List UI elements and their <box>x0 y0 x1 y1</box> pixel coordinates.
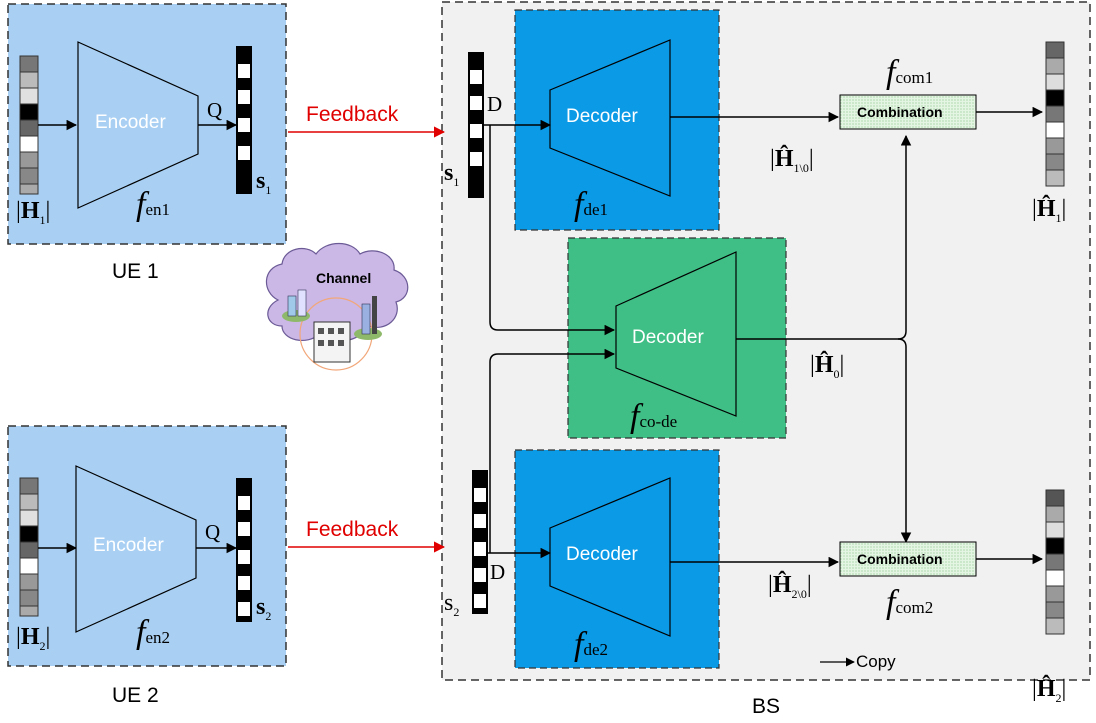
ue1-input-label: |H1| <box>16 198 51 227</box>
decoder2-func-label: fde2 <box>574 626 608 663</box>
codecoder-shape <box>615 251 737 417</box>
decoder1-label: Decoder <box>566 106 638 127</box>
decoder2-shape <box>549 477 671 637</box>
ue2-code-label: s2 <box>256 594 272 623</box>
bs-caption: BS <box>752 695 781 718</box>
output-vector-1 <box>1045 41 1065 187</box>
feedback-label-1: Feedback <box>306 103 399 126</box>
comb2-box <box>839 541 977 577</box>
s1-to-codecoder <box>489 125 616 336</box>
s2-to-codecoder <box>489 348 616 553</box>
comb2-label: Combination <box>857 551 943 567</box>
ue1-input-vector <box>19 55 39 195</box>
h-1-0-label: |Ĥ1\0| <box>770 146 814 175</box>
codecoder-label: Decoder <box>632 327 704 348</box>
decoder1-dequant-label: D <box>487 92 503 116</box>
feedback-label-2: Feedback <box>306 518 399 541</box>
decoder2-label: Decoder <box>566 544 638 565</box>
ue2-input-vector <box>19 477 39 617</box>
h-2-0-label: |Ĥ2\0| <box>768 572 812 601</box>
channel-label: Channel <box>316 270 372 286</box>
decoder1-func-label: fde1 <box>574 186 608 223</box>
comb1-func-label: fcom1 <box>886 54 934 91</box>
bs-codeword-2 <box>472 470 488 614</box>
ue1-func-label: fen1 <box>136 186 170 223</box>
codecoder-func-label: fco-de <box>630 398 678 435</box>
ue1-caption: UE 1 <box>112 260 159 283</box>
ue2-encoder-label: Encoder <box>93 535 164 556</box>
h-0-label: |Ĥ0| <box>810 352 845 381</box>
copy-legend-label: Copy <box>856 652 896 671</box>
bs-code1-label: s1 <box>444 160 460 189</box>
ue1-codeword <box>236 46 252 194</box>
output-vector-2 <box>1045 489 1065 635</box>
output-1-label: |Ĥ1| <box>1032 196 1067 225</box>
channel-cloud-icon <box>265 242 409 371</box>
ue1-encoder-shape <box>77 41 199 209</box>
comb2-func-label: fcom2 <box>886 584 934 621</box>
ue2-func-label: fen2 <box>136 614 170 651</box>
comb1-label: Combination <box>857 104 943 120</box>
ue2-codeword <box>236 478 252 622</box>
ue2-input-label: |H2| <box>16 624 51 653</box>
ue1-quant-label: Q <box>207 98 223 122</box>
output-2-label: |Ĥ2| <box>1032 676 1067 705</box>
ue1-code-label: s1 <box>256 168 272 197</box>
ue2-encoder-shape <box>75 465 197 633</box>
ue1-encoder-label: Encoder <box>95 112 166 133</box>
ue2-quant-label: Q <box>205 520 221 544</box>
decoder2-dequant-label: D <box>490 560 506 584</box>
codecoder-to-comb2 <box>897 338 912 544</box>
bs-code2-label: s2 <box>444 590 460 619</box>
bs-codeword-1 <box>468 52 484 198</box>
ue2-caption: UE 2 <box>112 684 159 707</box>
